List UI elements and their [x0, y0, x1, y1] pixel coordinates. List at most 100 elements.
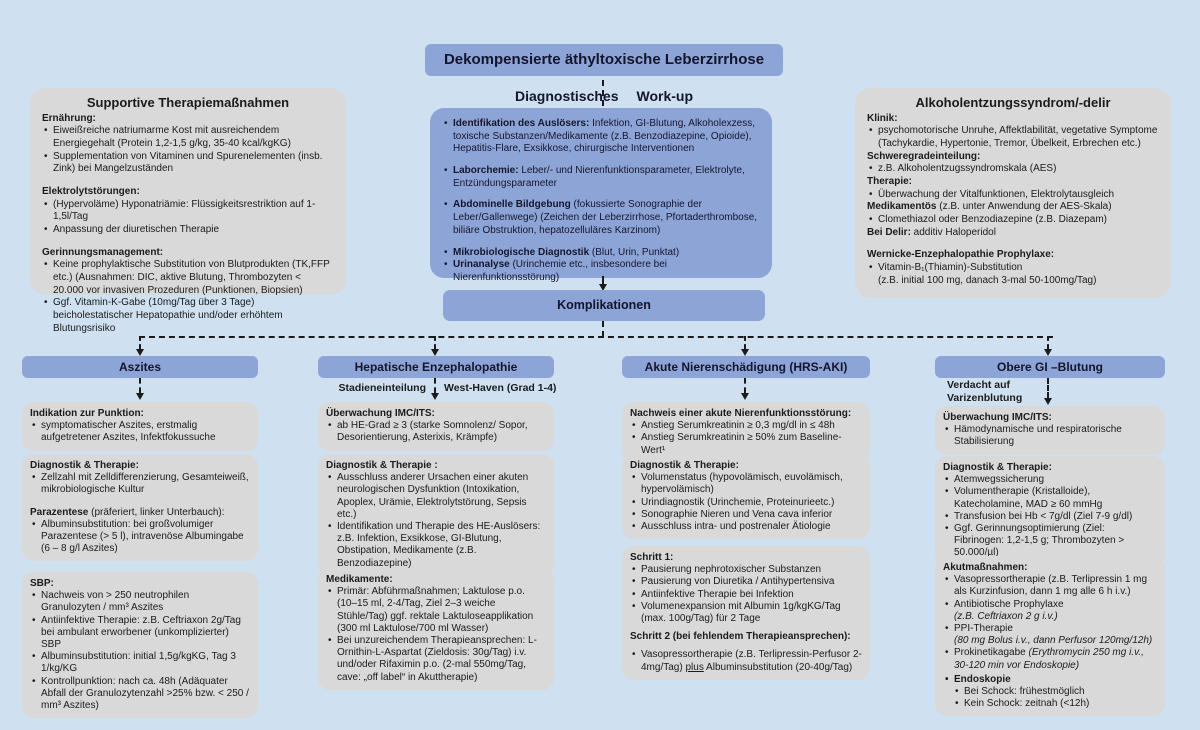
wernicke-line2: (z.B. initial 100 mg, danach 3-mal 50-10… — [878, 274, 1097, 286]
section-heading: Ernährung: — [42, 112, 96, 124]
connector-komplikationen-to-branch — [602, 321, 604, 337]
bullet: Ggf. Vitamin-K-Gabe (10mg/Tag über 3 Tag… — [42, 297, 334, 335]
komplikationen-box: Komplikationen — [443, 290, 765, 321]
bullet: symptomatischer Aszites, erstmalig aufge… — [30, 420, 250, 444]
gi-ueberwachung-box: Überwachung IMC/ITS: Hämodynamische und … — [935, 406, 1165, 455]
connector-branch-gi — [1047, 336, 1049, 349]
bullet: Ausschluss anderer Ursachen einer akuten… — [326, 472, 546, 521]
bullet: z.B. Alkoholentzugssyndromskala (AES) — [867, 163, 1159, 176]
bullet-list: z.B. Alkoholentzugssyndromskala (AES) — [867, 163, 1159, 176]
box-heading: Schritt 1: — [630, 552, 674, 563]
bullet: Primär: Abführmaßnahmen; Laktulose p.o. … — [326, 586, 546, 635]
supportive-title: Supportive Therapiemaßnahmen — [86, 95, 290, 110]
bullet: PPI-Therapie(80 mg Bolus i.v., dann Perf… — [943, 623, 1157, 647]
section-heading: Schweregradeinteilung: — [867, 150, 981, 162]
connector-he — [434, 378, 436, 393]
workup-item-lead: Laborchemie: — [453, 165, 519, 177]
column-header-gi: Obere GI –Blutung — [935, 356, 1165, 378]
bullet: Transfusion bei Hb < 7g/dl (Ziel 7-9 g/d… — [943, 511, 1157, 523]
bullet-list: Albuminsubstitution: bei großvolumiger P… — [30, 519, 250, 556]
bullet: Vasopressortherapie (z.B. Terlipressin 1… — [943, 574, 1157, 598]
bullet: Antiinfektive Therapie bei Infektion — [630, 589, 862, 601]
bullet: Anpassung der diuretischen Therapie — [42, 224, 334, 237]
workup-box: Identifikation des Auslösers: Infektion,… — [430, 108, 772, 283]
withdrawal-title: Alkoholentzungssyndrom/-delir — [915, 95, 1111, 110]
bullet-list: Clomethiazol oder Benzodiazepine (z.B. D… — [867, 214, 1159, 227]
bullet: Prokinetikagabe (Erythromycin 250 mg i.v… — [943, 647, 1157, 671]
bullet-list: Eiweißreiche natriumarme Kost mit ausrei… — [42, 125, 334, 176]
section-heading: Gerinnungsmanagement: — [42, 246, 164, 258]
arrowhead — [741, 393, 749, 400]
bullet: ab HE-Grad ≥ 3 (starke Somnolenz/ Sopor,… — [326, 420, 546, 444]
gi-akut-box: Akutmaßnahmen: Vasopressortherapie (z.B.… — [935, 556, 1165, 717]
section-heading: Klinik: — [867, 112, 898, 124]
bullet: Keine prophylaktische Substitution von B… — [42, 259, 334, 297]
workup-list: Identifikation des Auslösers: Infektion,… — [442, 118, 760, 285]
bullet: Ggf. Gerinnungsoptimierung (Ziel: Fibrin… — [943, 523, 1157, 560]
box-heading: Überwachung IMC/ITS: — [943, 412, 1052, 423]
connector-workup-to-komplikationen — [602, 276, 604, 284]
medication-lead: Medikamentös — [867, 201, 937, 213]
bullet: Endoskopie — [943, 674, 1157, 686]
gi-diagnostik-box: Diagnostik & Therapie: Atemwegssicherung… — [935, 456, 1165, 566]
bullet-list: Atemwegssicherung Volumentherapie (Krist… — [943, 474, 1157, 559]
aszites-sbp-box: SBP: Nachweis von > 250 neutrophilen Gra… — [22, 572, 258, 719]
bullet: Nachweis von > 250 neutrophilen Granuloz… — [30, 590, 250, 614]
bullet: Pausierung von Diuretika / Antihypertens… — [630, 576, 862, 588]
bullet: Volumentherapie (Kristalloide), Katechol… — [943, 486, 1157, 510]
bullet: Identifikation und Therapie des HE-Auslö… — [326, 521, 546, 570]
bullet: Kontrollpunktion: nach ca. 48h (Adäquate… — [30, 676, 250, 713]
connector-hrs — [744, 378, 746, 393]
box-heading: Diagnostik & Therapie: — [943, 462, 1052, 473]
box-heading: Schritt 2 (bei fehlendem Therapieansprec… — [630, 631, 851, 643]
workup-item-lead: Urinanalyse — [453, 259, 510, 271]
box-heading: Medikamente: — [326, 574, 393, 585]
workup-item: Abdominelle Bildgebung (fokussierte Sono… — [442, 199, 760, 237]
hrs-schritt-box: Schritt 1: Pausierung nephrotoxischer Su… — [622, 546, 870, 680]
section-heading: Wernicke-Enzephalopathie Prophylaxe: — [867, 249, 1055, 261]
bullet-list: Keine prophylaktische Substitution von B… — [42, 259, 334, 335]
bullet-list: Bei Schock: frühestmöglich Kein Schock: … — [943, 686, 1157, 711]
bullet-list: (Hypervoläme) Hyponatriämie: Flüssigkeit… — [42, 199, 334, 237]
workup-label-right: Work-up — [636, 88, 693, 104]
bullet: Vitamin-B₁(Thiamin)-Substitution(z.B. in… — [867, 262, 1159, 287]
connector-aszites — [139, 378, 141, 393]
bullet: Antibiotische Prophylaxe(z.B. Ceftriaxon… — [943, 599, 1157, 623]
bullet: Hämodynamische und respiratorische Stabi… — [943, 424, 1157, 448]
schritt2-plus: plus — [685, 661, 704, 673]
section-heading: Elektrolytstörungen: — [42, 185, 140, 197]
akut-italic: (z.B. Ceftriaxon 2 g i.v.) — [954, 610, 1058, 622]
box-heading: Überwachung IMC/ITS: — [326, 408, 435, 419]
box-heading: Diagnostik & Therapie: — [630, 460, 739, 471]
he-sublabel-right: West-Haven (Grad 1-4) — [444, 382, 557, 394]
bullet: Albuminsubstitution: initial 1,5g/kgKG, … — [30, 651, 250, 675]
schritt2-post: Albuminsubstitution (20-40g/Tag) — [703, 661, 853, 673]
bullet: Überwachung der Vitalfunktionen, Elektro… — [867, 189, 1159, 202]
delir-line: Bei Delir: additiv Haloperidol — [867, 227, 1159, 240]
hrs-diagnostik-box: Diagnostik & Therapie: Volumenstatus (hy… — [622, 454, 870, 540]
branch-line — [139, 336, 1053, 338]
supportive-box: Supportive Therapiemaßnahmen Ernährung: … — [30, 88, 346, 334]
bullet: Volumenexpansion mit Albumin 1g/kgKG/Tag… — [630, 601, 862, 625]
workup-item-lead: Identifikation des Auslösers: — [453, 118, 590, 129]
medication-rest: (z.B. unter Anwendung der AES-Skala) — [936, 201, 1112, 213]
box-heading: Nachweis einer akute Nierenfunktionsstör… — [630, 408, 852, 419]
workup-item-text: Leber/- und Nierenfunktionsparameter, El… — [453, 165, 745, 189]
bullet-list: Anstieg Serumkreatinin ≥ 0,3 mg/dl in ≤ … — [630, 420, 862, 457]
bullet: psychomotorische Unruhe, Affektlabilität… — [867, 125, 1159, 150]
bullet: Volumenstatus (hypovolämisch, euvolämisc… — [630, 472, 862, 496]
bullet-list: psychomotorische Unruhe, Affektlabilität… — [867, 125, 1159, 150]
bullet: (Hypervoläme) Hyponatriämie: Flüssigkeit… — [42, 199, 334, 224]
bullet: Eiweißreiche natriumarme Kost mit ausrei… — [42, 125, 334, 150]
workup-item-text: Infektion, GI-Blutung, Alkoholexzess, to… — [453, 118, 755, 155]
main-title: Dekompensierte äthyltoxische Leberzirrho… — [425, 44, 783, 76]
akut-main: Antibiotische Prophylaxe — [954, 598, 1064, 610]
box-heading: Diagnostik & Therapie: — [30, 460, 139, 471]
he-diagnostik-box: Diagnostik & Therapie : Ausschluss ander… — [318, 454, 554, 576]
bullet-list: Zellzahl mit Zelldifferenzierung, Gesamt… — [30, 472, 250, 496]
bullet: Pausierung nephrotoxischer Substanzen — [630, 564, 862, 576]
bullet-list: Überwachung der Vitalfunktionen, Elektro… — [867, 189, 1159, 202]
bullet: Vasopressortherapie (z.B. Terlipressin-P… — [630, 649, 862, 673]
bullet: Ausschluss intra- und postrenaler Ätiolo… — [630, 521, 862, 533]
